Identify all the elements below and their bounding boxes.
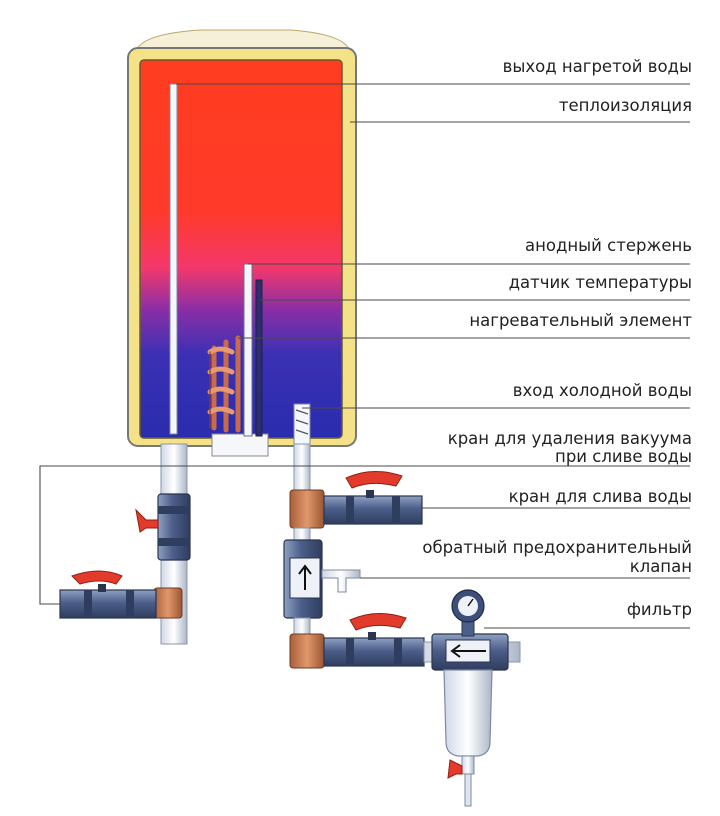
tank-bottom-flange bbox=[211, 433, 269, 457]
check-valve-arrow-icon bbox=[298, 564, 312, 590]
label-cold-inlet: вход холодной воды bbox=[512, 381, 692, 400]
hot-water-outlet-pipe bbox=[169, 83, 178, 435]
filter-bowl bbox=[443, 669, 493, 757]
tank bbox=[127, 29, 357, 457]
label-check-valve-line2: клапан bbox=[629, 557, 692, 576]
tank-top-cap bbox=[135, 29, 351, 53]
hot-shutoff-handle-icon bbox=[135, 508, 159, 533]
shutoff-valve-handle-icon bbox=[349, 613, 407, 631]
label-check-valve-line1: обратный предохранительный bbox=[422, 538, 692, 557]
label-filter: фильтр bbox=[626, 600, 692, 619]
label-vacuum-valve-line1: кран для удаления вакуума bbox=[447, 429, 692, 448]
hot-drain-handle-icon bbox=[71, 570, 123, 585]
filter-drain-handle-icon bbox=[447, 759, 463, 779]
heating-element bbox=[207, 335, 241, 433]
label-vacuum-valve-line2: при сливе воды bbox=[555, 447, 692, 466]
label-insulation: теплоизоляция bbox=[558, 96, 692, 115]
label-anode-rod: анодный стержень bbox=[524, 236, 692, 255]
filter-flow-arrow-icon bbox=[450, 644, 486, 658]
temperature-sensor bbox=[255, 279, 263, 437]
hot-line-piping bbox=[59, 443, 191, 645]
drain-valve-handle-icon bbox=[345, 471, 403, 489]
cold-water-inlet-pipe bbox=[293, 403, 311, 445]
check-valve-outlet bbox=[321, 569, 361, 593]
filter bbox=[431, 589, 509, 807]
label-temp-sensor: датчик температуры bbox=[508, 273, 692, 292]
anode-rod bbox=[243, 263, 253, 437]
label-drain-valve: кран для слива воды bbox=[508, 487, 692, 506]
label-heating-element: нагревательный элемент bbox=[469, 311, 692, 330]
leader-vacuum-valve bbox=[39, 465, 690, 605]
leader-lines bbox=[39, 83, 690, 629]
label-hot-outlet: выход нагретой воды bbox=[502, 57, 692, 76]
